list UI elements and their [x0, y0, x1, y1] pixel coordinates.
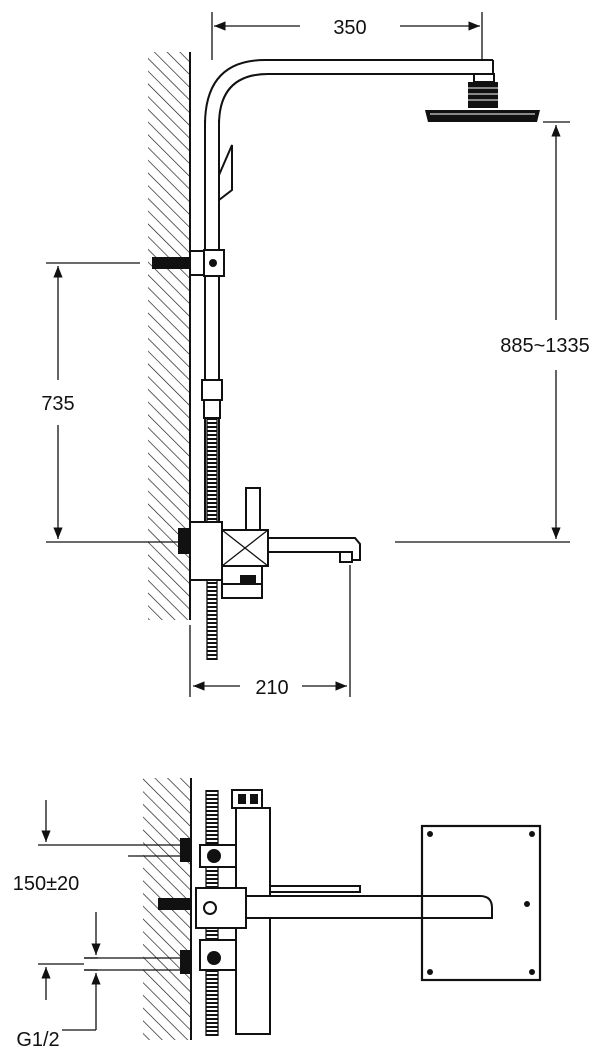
dim-735-label: 735 — [41, 393, 74, 415]
dim-g12-label: G1/2 — [16, 1029, 59, 1051]
bath-spout — [267, 537, 361, 563]
diverter-knob — [245, 487, 261, 531]
head-plate-plan — [420, 824, 542, 982]
side-elevation: 350 885~1335 735 210 — [41, 12, 590, 699]
inlet-upper — [128, 838, 191, 862]
dim-head-height: 885~1335 — [395, 121, 590, 543]
mixer-body — [178, 487, 269, 599]
dim-inlet-spacing: 150±20 — [13, 800, 128, 1000]
bracket-plan — [158, 898, 191, 910]
dim-bracket-height: 735 — [41, 262, 178, 543]
dim-350-label: 350 — [333, 17, 366, 39]
shower-head — [425, 73, 540, 122]
plan-view: 150±20 G1/2 — [13, 778, 542, 1051]
overhead-arm — [204, 59, 494, 126]
dim-spout-projection: 210 — [189, 565, 351, 699]
dim-885-1335-label: 885~1335 — [500, 335, 590, 357]
slide-holder — [201, 379, 223, 419]
wall-bracket — [152, 249, 225, 277]
inlet-lower — [84, 950, 191, 974]
wall-hatching — [148, 52, 190, 620]
hand-shower-holder — [218, 144, 233, 203]
spout-plan — [245, 895, 493, 919]
dim-210-label: 210 — [255, 677, 288, 699]
dim-thread: G1/2 — [16, 912, 101, 1051]
dim-arm-length: 350 — [211, 12, 483, 60]
mixer-body-plan — [195, 789, 361, 1035]
dim-150-label: 150±20 — [13, 873, 80, 895]
